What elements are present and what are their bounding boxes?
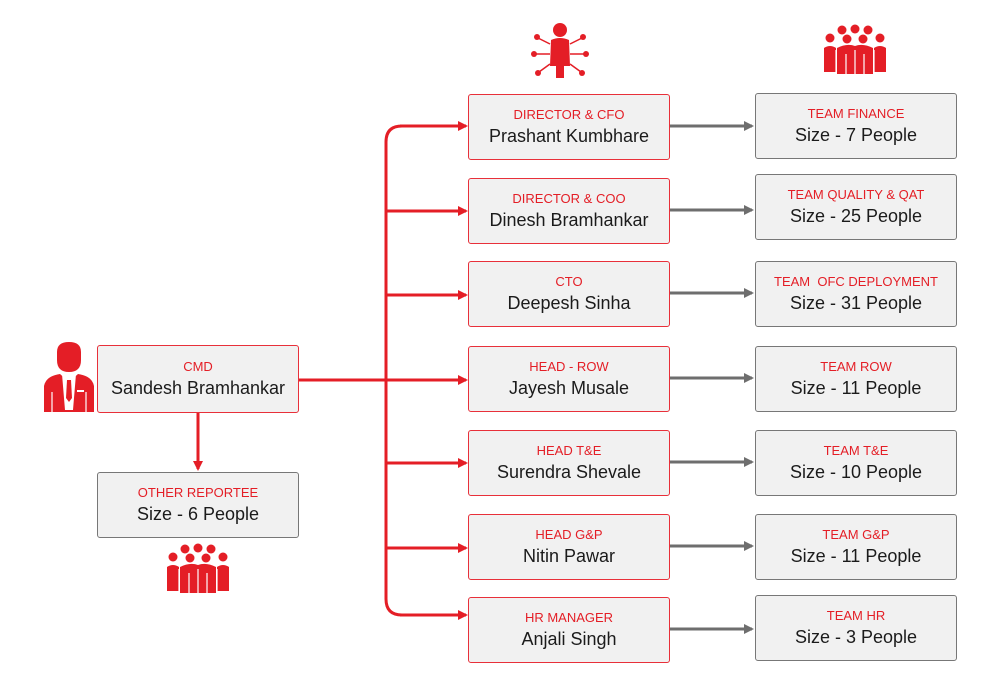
- cmd-name: Sandesh Bramhankar: [110, 378, 286, 398]
- head-name: Nitin Pawar: [522, 546, 616, 566]
- group-icon: [167, 543, 229, 593]
- head-node-row: HEAD - ROW Jayesh Musale: [468, 346, 670, 412]
- team-name: TEAM OFC DEPLOYMENT: [774, 274, 938, 289]
- team-size: Size - 7 People: [794, 125, 918, 145]
- head-name: Surendra Shevale: [496, 462, 642, 482]
- team-node-row: TEAM ROW Size - 11 People: [755, 346, 957, 412]
- head-name: Anjali Singh: [521, 629, 617, 649]
- businessman-icon: [44, 342, 94, 412]
- head-name: Jayesh Musale: [508, 378, 630, 398]
- other-reportee-node: OTHER REPORTEE Size - 6 People: [97, 472, 299, 538]
- other-reportee-size: Size - 6 People: [136, 504, 260, 524]
- head-name: Prashant Kumbhare: [488, 126, 650, 146]
- head-role: DIRECTOR & CFO: [513, 107, 625, 122]
- team-size: Size - 11 People: [790, 546, 922, 566]
- team-name: TEAM ROW: [820, 359, 892, 374]
- head-role: HEAD T&E: [536, 443, 602, 458]
- group-icon: [824, 24, 886, 74]
- team-size: Size - 31 People: [789, 293, 923, 313]
- head-role: CTO: [555, 274, 583, 289]
- head-name: Deepesh Sinha: [507, 293, 631, 313]
- team-size: Size - 10 People: [789, 462, 923, 482]
- team-name: TEAM T&E: [823, 443, 889, 458]
- team-name: TEAM FINANCE: [807, 106, 905, 121]
- head-role: HR MANAGER: [524, 610, 614, 625]
- head-role: HEAD - ROW: [529, 359, 609, 374]
- head-node-hr: HR MANAGER Anjali Singh: [468, 597, 670, 663]
- team-size: Size - 3 People: [794, 627, 918, 647]
- team-node-finance: TEAM FINANCE Size - 7 People: [755, 93, 957, 159]
- team-name: TEAM G&P: [822, 527, 890, 542]
- cmd-node: CMD Sandesh Bramhankar: [97, 345, 299, 413]
- head-node-cfo: DIRECTOR & CFO Prashant Kumbhare: [468, 94, 670, 160]
- head-role: DIRECTOR & COO: [512, 191, 626, 206]
- head-node-gp: HEAD G&P Nitin Pawar: [468, 514, 670, 580]
- team-name: TEAM QUALITY & QAT: [787, 187, 925, 202]
- head-node-coo: DIRECTOR & COO Dinesh Bramhankar: [468, 178, 670, 244]
- team-name: TEAM HR: [826, 608, 886, 623]
- vertical-bus-line: [384, 124, 403, 617]
- head-node-te: HEAD T&E Surendra Shevale: [468, 430, 670, 496]
- team-node-quality: TEAM QUALITY & QAT Size - 25 People: [755, 174, 957, 240]
- head-node-cto: CTO Deepesh Sinha: [468, 261, 670, 327]
- head-role: HEAD G&P: [535, 527, 603, 542]
- team-node-ofc: TEAM OFC DEPLOYMENT Size - 31 People: [755, 261, 957, 327]
- team-size: Size - 11 People: [790, 378, 922, 398]
- team-node-gp: TEAM G&P Size - 11 People: [755, 514, 957, 580]
- team-node-hr: TEAM HR Size - 3 People: [755, 595, 957, 661]
- team-node-te: TEAM T&E Size - 10 People: [755, 430, 957, 496]
- head-name: Dinesh Bramhankar: [489, 210, 649, 230]
- person-network-icon: [531, 23, 589, 78]
- team-size: Size - 25 People: [789, 206, 923, 226]
- cmd-role: CMD: [183, 359, 213, 374]
- other-reportee-role: OTHER REPORTEE: [137, 485, 259, 500]
